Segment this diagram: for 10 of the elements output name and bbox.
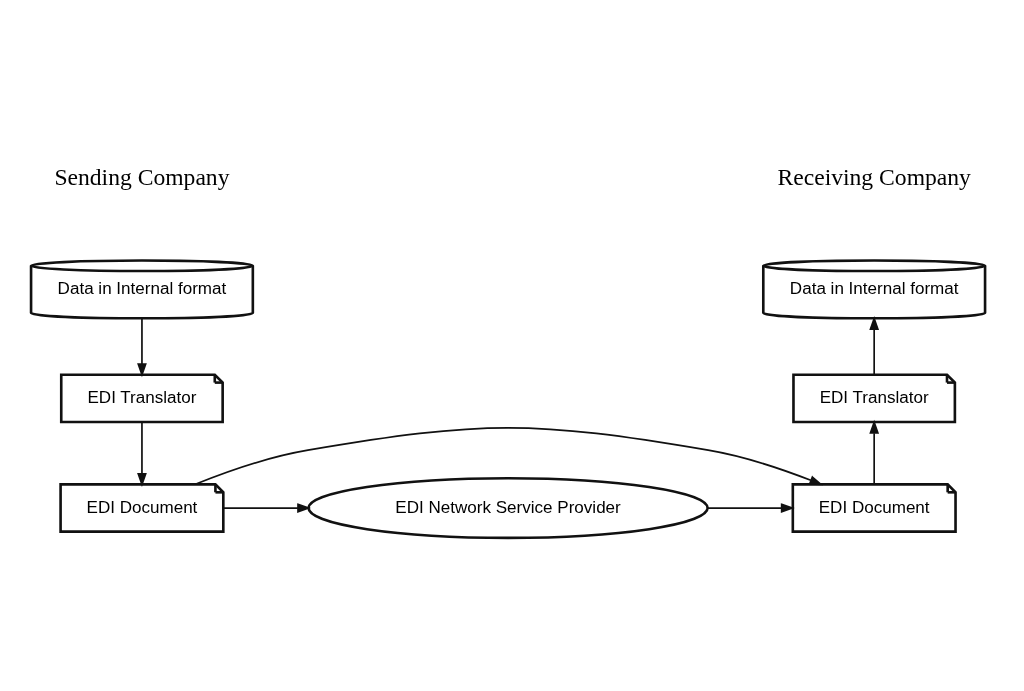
arrow [137,421,147,487]
arrow [137,317,147,377]
label: Sending Company [54,163,230,190]
label: Receiving Company [777,163,971,190]
arrow [222,502,312,513]
arrow [706,502,795,513]
node-ellipse: EDI Network Service Provider [307,476,709,539]
arrow [869,419,880,485]
arrow [194,426,824,485]
arrow [869,315,880,375]
